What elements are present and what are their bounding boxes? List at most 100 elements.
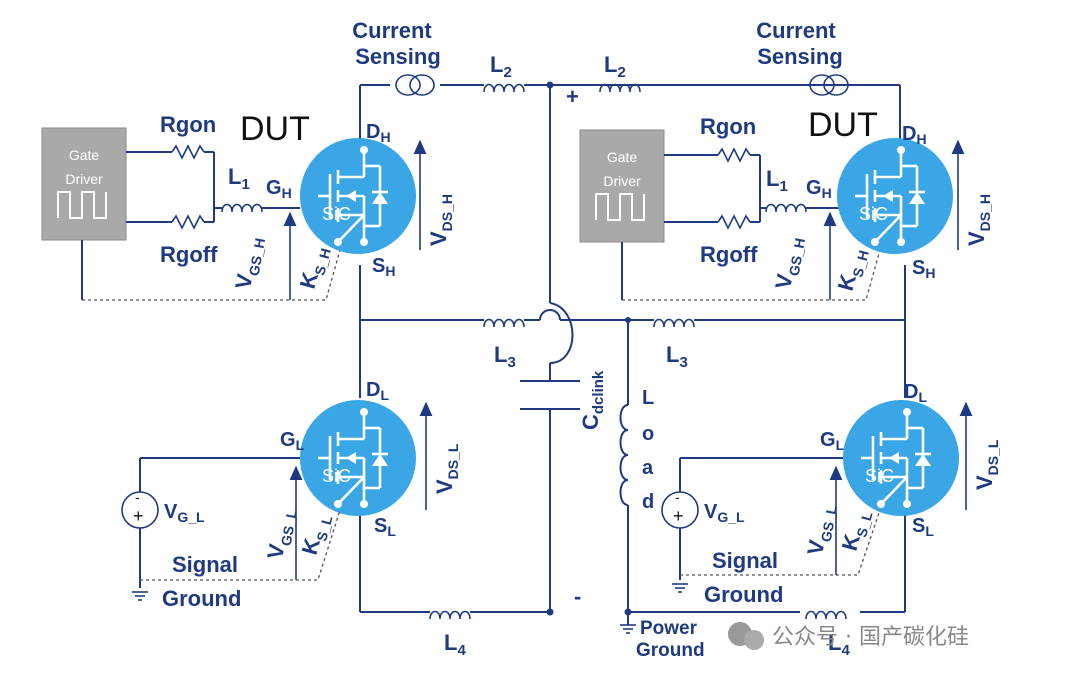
svg-text:L1: L1: [228, 164, 250, 193]
svg-text:VGS_H: VGS_H: [770, 235, 808, 292]
l4-right-label: L: [828, 630, 841, 655]
gate-driver-left: [41, 127, 127, 241]
gl-right: G: [820, 429, 836, 451]
svg-text:GH: GH: [266, 177, 292, 201]
svg-text:L4: L4: [444, 630, 466, 659]
svg-text:L3: L3: [494, 342, 516, 371]
vgs-l-right-sub: GS_L: [818, 504, 840, 543]
vgs-h-right: V: [770, 272, 797, 291]
power-ground-symbol: [620, 624, 636, 634]
vds-l-right: V: [972, 475, 997, 490]
svg-text:VGS_L: VGS_L: [262, 506, 300, 562]
src-left-plus: +: [133, 506, 144, 526]
svg-text:GL: GL: [280, 429, 305, 453]
gate-driver-right-line2: Driver: [603, 173, 641, 189]
l2-left-sub: 2: [503, 64, 511, 81]
cdc-label: C: [578, 414, 603, 430]
inductor-l4-left: [429, 610, 471, 620]
svg-text:VGS_H: VGS_H: [230, 235, 268, 292]
current-sensing-left-line1: Current: [352, 18, 432, 43]
svg-text:VG_L: VG_L: [164, 501, 205, 525]
src-right-minus: -: [675, 489, 680, 505]
vds-h-left: V: [426, 231, 451, 246]
dh-right: D: [902, 123, 916, 145]
watermark-text: 公众号 · 国产碳化硅: [772, 625, 969, 650]
svg-text:DH: DH: [366, 121, 391, 145]
vg-l-right-sub: G_L: [717, 509, 745, 525]
ks-l-left: K: [297, 535, 325, 557]
dl-right: D: [904, 381, 918, 403]
src-left-minus: -: [135, 489, 140, 505]
mosfet-high-left: [298, 136, 418, 256]
sl-left: S: [374, 515, 387, 537]
svg-text:GL: GL: [820, 429, 845, 453]
svg-text:VDS_L: VDS_L: [972, 439, 1001, 490]
gh-left-sub: H: [282, 185, 292, 201]
signal-left: Signal: [172, 552, 238, 577]
inductor-l3-right: [653, 318, 695, 328]
sh-right-sub: H: [925, 265, 935, 281]
svg-text:DH: DH: [902, 123, 927, 147]
sl-left-sub: L: [387, 523, 396, 539]
svg-text:DL: DL: [366, 379, 389, 403]
vgs-l-left: V: [262, 542, 289, 561]
sh-right: S: [912, 257, 925, 279]
svg-text:VG_L: VG_L: [704, 501, 745, 525]
rgon-right: Rgon: [700, 114, 756, 139]
svg-text:VGS_L: VGS_L: [802, 502, 840, 558]
watermark: 公众号 · 国产碳化硅: [728, 622, 969, 650]
wires: [359, 81, 906, 625]
sic-hr: SiC: [859, 204, 888, 224]
gate-driver-right-line1: Gate: [607, 149, 638, 165]
l3-left-label: L: [494, 342, 507, 367]
svg-text:DL: DL: [904, 381, 927, 405]
l3-right-label: L: [666, 342, 679, 367]
vgs-h-left-sub: GS_H: [246, 237, 268, 277]
dl-left: D: [366, 379, 380, 401]
inductor-l2-left: [483, 83, 525, 93]
mosfet-low-left: [298, 398, 418, 518]
gate-network-left: [81, 145, 341, 301]
low-gate-right: [661, 457, 881, 593]
svg-text:KS_L: KS_L: [297, 510, 336, 558]
gate-network-right: [621, 148, 881, 301]
vg-l-left: V: [164, 501, 178, 523]
load-letter-2: o: [642, 423, 654, 445]
power-ground-label: Ground: [636, 640, 705, 661]
rgoff-right: Rgoff: [700, 242, 758, 267]
ks-h-left-sub: S_H: [311, 247, 334, 277]
ks-l-right-sub: S_L: [853, 510, 875, 539]
sh-left-sub: H: [385, 263, 395, 279]
l2-left-label: L: [490, 52, 503, 77]
svg-text:GH: GH: [806, 177, 832, 201]
l4-left-label: L: [444, 630, 457, 655]
vg-l-left-sub: G_L: [177, 509, 205, 525]
current-sensing-right-line2: Sensing: [757, 44, 843, 69]
vds-l-left-sub: DS_L: [445, 443, 461, 479]
svg-text:L3: L3: [666, 342, 688, 371]
labels: Current Sensing Current Sensing L2 L2 + …: [65, 18, 1001, 661]
vg-l-right: V: [704, 501, 718, 523]
sl-right: S: [912, 515, 925, 537]
ks-l-left-sub: S_L: [313, 514, 335, 543]
l1-left-sub: 1: [241, 176, 249, 193]
dh-left: D: [366, 121, 380, 143]
svg-text:KS_H: KS_H: [833, 245, 872, 294]
load-letter-4: d: [642, 491, 654, 513]
gl-left-sub: L: [296, 437, 305, 453]
inductor-l3-left: [483, 318, 525, 328]
svg-text:SH: SH: [912, 257, 935, 281]
current-sensing-right-line1: Current: [756, 18, 836, 43]
sic-lr: SiC: [865, 466, 894, 486]
l3-right-sub: 3: [679, 354, 687, 371]
l2-right-sub: 2: [617, 64, 625, 81]
l2-right-label: L: [604, 52, 617, 77]
vgs-l-left-sub: GS_L: [278, 508, 300, 547]
sic-hl: SiC: [322, 204, 351, 224]
sl-right-sub: L: [925, 523, 934, 539]
vds-h-right-sub: DS_H: [977, 194, 993, 231]
svg-text:VDS_H: VDS_H: [964, 194, 993, 246]
minus-terminal: -: [574, 584, 581, 609]
svg-text:SH: SH: [372, 255, 395, 279]
